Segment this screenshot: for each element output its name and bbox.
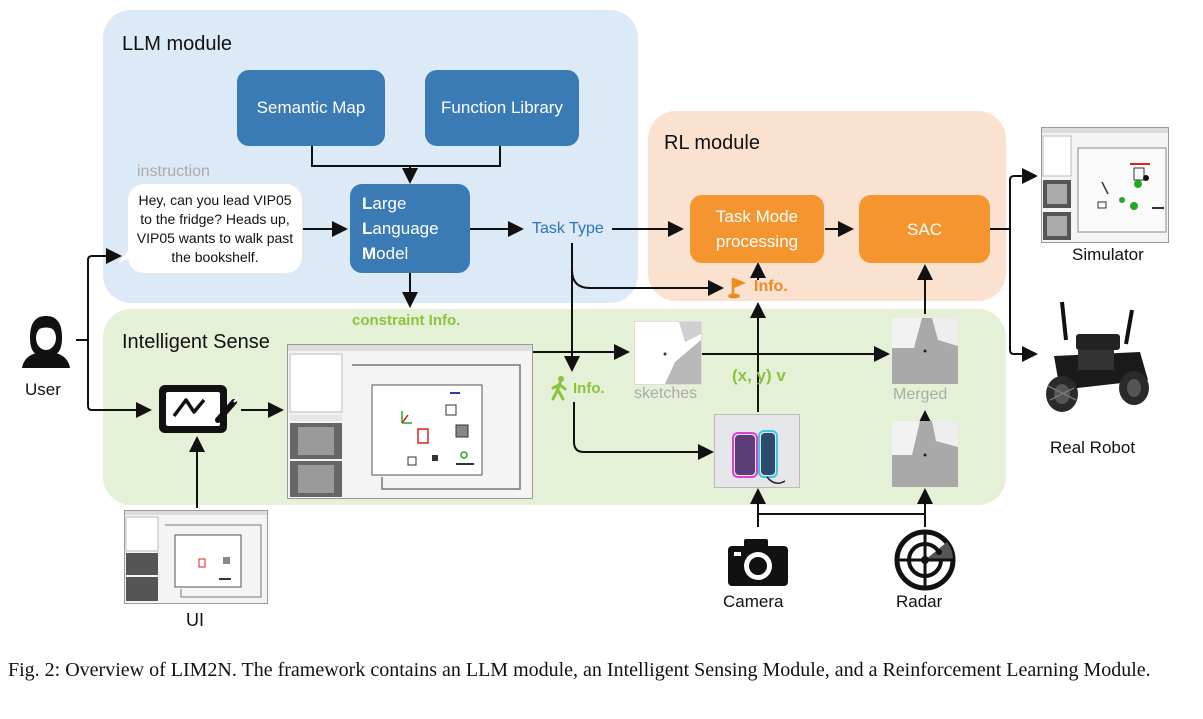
flag-icon xyxy=(728,278,746,299)
task-type-label: Task Type xyxy=(532,220,604,237)
radar-label: Radar xyxy=(896,592,943,611)
walking-person-icon xyxy=(551,376,567,401)
rl-module-title: RL module xyxy=(664,132,760,154)
sac-box: SAC xyxy=(859,195,990,263)
task-mode-line1: Task Mode xyxy=(715,207,799,226)
real-robot-image xyxy=(1046,301,1149,412)
xyv-label: (x, y) v xyxy=(732,366,786,385)
merged-label: Merged xyxy=(893,386,948,403)
semantic-map-box: Semantic Map xyxy=(237,70,385,146)
llm-letter-l2: L xyxy=(362,219,373,238)
radar-icon xyxy=(894,529,956,591)
task-mode-processing-box: Task Mode processing xyxy=(690,195,824,263)
intelligent-sense-panel xyxy=(103,309,1006,505)
user-label: User xyxy=(25,380,61,399)
merged-image xyxy=(892,318,958,384)
task-mode-line2: processing xyxy=(715,232,799,251)
radar-scan-image xyxy=(892,421,958,487)
camera-label: Camera xyxy=(723,592,784,611)
simulator-screenshot xyxy=(1041,127,1169,243)
sketches-label: sketches xyxy=(634,385,698,402)
llm-module-title: LLM module xyxy=(122,33,233,55)
info-orange-label: Info. xyxy=(754,278,788,295)
ui-label: UI xyxy=(186,610,204,630)
bubble-tail xyxy=(118,249,134,263)
info-green-label: Info. xyxy=(573,380,605,397)
camera-icon xyxy=(728,539,788,586)
navigation-ui-screenshot xyxy=(287,344,533,499)
llm-word-large: arge xyxy=(372,194,407,213)
llm-letter-m: M xyxy=(362,244,377,263)
sketches-image xyxy=(634,321,702,385)
llm-word-language: anguage xyxy=(372,219,439,238)
camera-view-image xyxy=(714,414,800,488)
simulator-label: Simulator xyxy=(1072,245,1144,264)
instruction-bubble: Hey, can you lead VIP05 to the fridge? H… xyxy=(128,184,302,273)
intelligent-sense-title: Intelligent Sense xyxy=(122,331,270,353)
real-robot-label: Real Robot xyxy=(1050,438,1136,457)
ui-screenshot-thumbnail xyxy=(124,510,268,604)
user-icon xyxy=(22,316,70,368)
instruction-label: instruction xyxy=(137,163,210,180)
llm-letter-l1: L xyxy=(362,194,373,213)
constraint-info-label: constraint Info. xyxy=(352,312,461,329)
figure-caption: Fig. 2: Overview of LIM2N. The framework… xyxy=(8,659,1151,681)
tablet-drawing-icon xyxy=(159,385,239,433)
llm-word-model: odel xyxy=(376,244,409,263)
large-language-model-box: Large Language Model xyxy=(350,184,470,273)
function-library-box: Function Library xyxy=(425,70,579,146)
